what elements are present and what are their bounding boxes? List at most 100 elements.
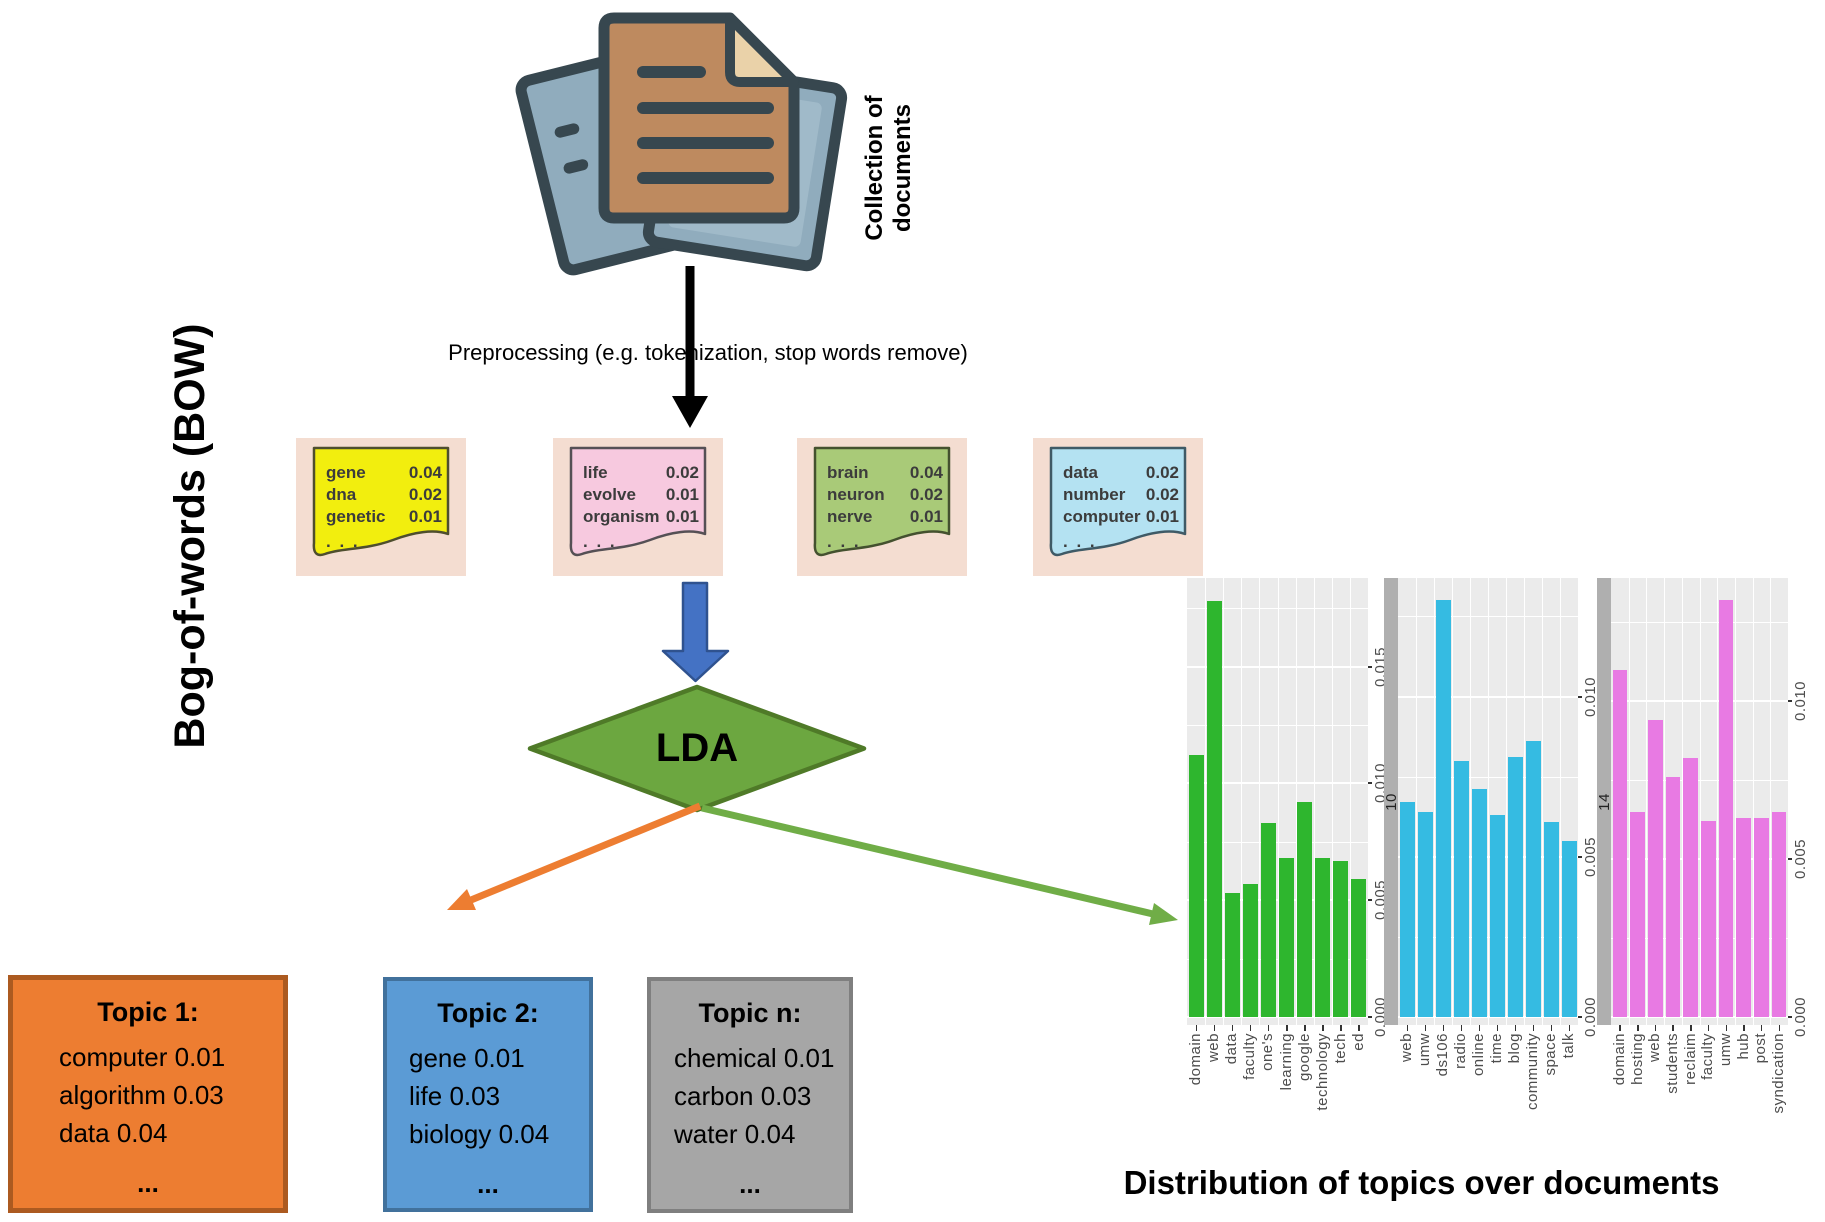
x-tick-label: tech (1331, 1033, 1349, 1064)
x-tick-label: domain (1187, 1033, 1205, 1086)
x-tick-mark (1743, 1025, 1745, 1031)
x-tick-label: web (1646, 1033, 1664, 1063)
bar (1525, 741, 1541, 1017)
x-tick-mark (1568, 1025, 1570, 1031)
x-tick-mark (1478, 1025, 1480, 1031)
y-tick-mark (1578, 855, 1582, 858)
note-value: 0.01 (665, 485, 699, 504)
x-tick-label: students (1663, 1033, 1681, 1094)
x-tick-label: time (1488, 1033, 1505, 1064)
bar (1771, 811, 1787, 1017)
note-ellipsis: . . . (827, 532, 861, 551)
note-word: computer (1063, 507, 1141, 526)
note-word: brain (827, 463, 869, 482)
bar (1647, 720, 1663, 1017)
vertical-gridline (1717, 578, 1719, 1025)
x-tick-mark (1460, 1025, 1462, 1031)
x-tick-label: umw (1717, 1033, 1735, 1067)
note-word: number (1063, 485, 1126, 504)
vertical-gridline (1434, 578, 1435, 1025)
x-tick-label: google (1295, 1033, 1313, 1082)
vertical-gridline (1331, 578, 1333, 1025)
vertical-gridline (1470, 578, 1471, 1025)
x-tick-label: online (1470, 1033, 1487, 1077)
vertical-gridline (1542, 578, 1543, 1025)
preprocessing-step-label: Preprocessing (e.g. tokenization, stop w… (448, 340, 968, 365)
charts-caption: Distribution of topics over documents (1123, 1164, 1720, 1201)
lda-diamond-label: LDA (655, 726, 739, 770)
note-word: neuron (827, 485, 885, 504)
note-value: 0.04 (909, 463, 943, 482)
note-ellipsis: . . . (326, 532, 360, 551)
x-tick-mark (1707, 1025, 1710, 1031)
chart-panel (1398, 578, 1578, 1025)
note-word: organism (583, 507, 660, 526)
x-tick-mark (1340, 1025, 1342, 1031)
documents-stack-icon (515, 12, 848, 276)
note-ellipsis: . . . (1063, 532, 1097, 551)
lda-to-topics-arrow-icon (447, 802, 702, 910)
x-tick-mark (1267, 1025, 1270, 1031)
vertical-gridline (1664, 578, 1666, 1025)
bar (1351, 879, 1367, 1017)
bar (1683, 758, 1698, 1017)
x-tick-label: space (1542, 1033, 1559, 1076)
note-word-row: brain 0.04 (827, 464, 943, 482)
topic-ellipsis: ... (739, 1169, 761, 1199)
vertical-gridline (1259, 578, 1261, 1025)
vertical-gridline (1295, 578, 1297, 1025)
bar (1435, 600, 1451, 1017)
x-tick-label: reclaim (1681, 1033, 1699, 1085)
topic-word-line: data 0.04 (59, 1118, 168, 1148)
vertical-gridline (1416, 578, 1417, 1025)
chart-panel (1187, 578, 1368, 1025)
x-tick-label: post (1752, 1033, 1770, 1064)
y-tick-mark (1368, 665, 1372, 668)
facet-strip (1384, 578, 1398, 1025)
vertical-gridline (1628, 578, 1630, 1025)
vertical-gridline (1349, 578, 1351, 1025)
topic-title: Topic 1: (97, 997, 199, 1027)
y-tick-label: 0.000 (1792, 996, 1809, 1038)
x-tick-mark (1532, 1025, 1534, 1031)
x-tick-label: one's (1259, 1033, 1277, 1071)
x-tick-mark (1358, 1025, 1360, 1031)
topic-word-line: computer 0.01 (59, 1042, 226, 1072)
x-tick-mark (1654, 1025, 1657, 1031)
x-tick-label: ds106 (1434, 1033, 1451, 1077)
bar (1507, 757, 1523, 1017)
bow-to-lda-arrow-icon (661, 581, 730, 683)
vertical-gridline (1734, 578, 1736, 1025)
note-paper-icon (569, 446, 707, 557)
preprocessing-arrow-icon (672, 266, 708, 428)
bar (1489, 815, 1505, 1017)
y-tick-mark (1368, 899, 1372, 902)
y-tick-mark (1788, 1016, 1792, 1018)
x-tick-mark (1442, 1025, 1444, 1031)
note-word: gene (326, 463, 366, 482)
vertical-gridline (1752, 578, 1754, 1025)
x-tick-mark (1672, 1025, 1674, 1031)
topic-word-line: carbon 0.03 (674, 1081, 812, 1111)
vertical-gridline (1452, 578, 1453, 1025)
x-tick-mark (1725, 1025, 1728, 1031)
vertical-gridline (1560, 578, 1561, 1025)
document-text-lines (637, 66, 774, 184)
y-tick-mark (1788, 858, 1792, 861)
note-value: 0.01 (408, 507, 442, 526)
topic-title: Topic 2: (437, 998, 539, 1028)
x-tick-label: faculty (1699, 1033, 1717, 1080)
note-word: genetic (326, 507, 386, 526)
x-tick-mark (1514, 1025, 1516, 1031)
chart-panel (1611, 578, 1788, 1025)
y-tick-mark (1368, 782, 1372, 785)
x-tick-label: hosting (1628, 1033, 1646, 1085)
